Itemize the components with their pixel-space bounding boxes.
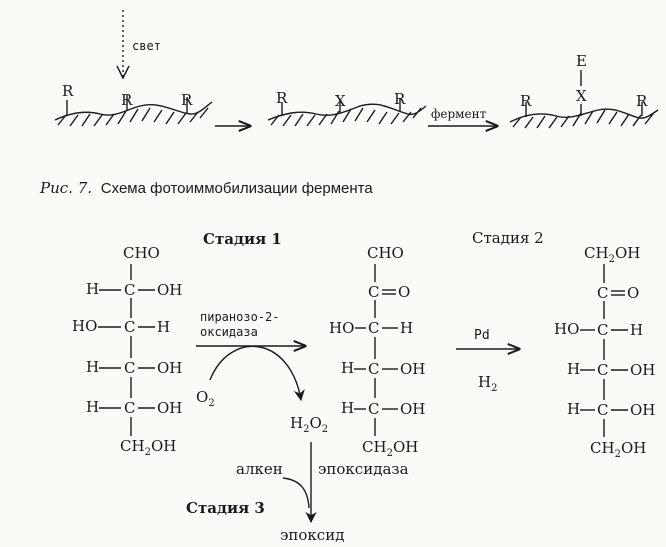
- stage-1-reaction: пиранозо-2- оксидаза O2 H2O2: [196, 310, 328, 435]
- epoxide-label: эпоксид: [280, 526, 344, 544]
- bottom-group: CH2OH: [362, 438, 418, 459]
- carbon: C: [597, 401, 608, 419]
- stage-3-label: Стадия 3: [186, 499, 265, 517]
- enzyme-label: фермент: [431, 107, 487, 121]
- carbon: C: [368, 400, 379, 418]
- stage-1-label: Стадия 1: [203, 230, 282, 248]
- carbon: C: [597, 284, 608, 302]
- photoimmobilization-scheme: свет R R R R X R фермент: [54, 10, 659, 129]
- substituent: H: [341, 399, 354, 417]
- substituent: OH: [400, 400, 425, 418]
- enzyme-name: оксидаза: [200, 325, 258, 339]
- light-label: свет: [132, 39, 161, 53]
- substituent: H: [86, 280, 99, 298]
- r-group: R: [181, 91, 193, 109]
- substituent: H: [567, 360, 580, 378]
- stage-2-reaction: Pd H2: [456, 328, 519, 394]
- carbon: C: [124, 359, 135, 377]
- carbon: C: [368, 319, 379, 337]
- hydrogen-peroxide-label: H2O2: [290, 414, 328, 435]
- carbonyl-oxygen: O: [627, 284, 639, 302]
- x-group: X: [335, 92, 346, 110]
- alkene-curved-arrow: [282, 477, 310, 509]
- substituent: OH: [157, 281, 182, 299]
- substituent: OH: [630, 361, 655, 379]
- molecule-fructose: CH2OH C O HO C H H C OH H C OH CH2OH: [554, 244, 655, 460]
- carbon: C: [124, 281, 135, 299]
- top-group: CH2OH: [584, 244, 640, 265]
- substituent: OH: [157, 399, 182, 417]
- stage-3-reaction: алкен эпоксидаза эпоксид: [236, 442, 409, 544]
- catalyst-label: Pd: [474, 328, 490, 343]
- substituent: H: [630, 321, 643, 339]
- substituent: OH: [157, 359, 182, 377]
- carbon: C: [368, 360, 379, 378]
- molecule-glucosone: CHO C O HO C H H C OH H C OH CH2OH: [329, 244, 425, 459]
- molecule-glucose: CHO H C OH HO C H H C OH H C OH CH2OH: [72, 244, 182, 458]
- figure-caption: Рис. 7. Схема фотоиммобилизации фермента: [39, 179, 373, 197]
- carbon: C: [368, 283, 379, 301]
- substituent: OH: [400, 360, 425, 378]
- e-group: E: [576, 52, 587, 70]
- carbon: C: [124, 318, 135, 336]
- aldehyde-group: CHO: [367, 244, 404, 262]
- hydrogen-label: H2: [478, 373, 497, 394]
- substituent: H: [567, 400, 580, 418]
- substituent: HO: [554, 320, 579, 338]
- substituent: H: [86, 398, 99, 416]
- substituent: HO: [329, 319, 354, 337]
- stage-2-label: Стадия 2: [472, 229, 544, 247]
- aldehyde-group: CHO: [123, 244, 160, 262]
- o2-curved-arrow: [209, 345, 305, 402]
- r-group: R: [62, 82, 74, 100]
- r-group: R: [121, 91, 133, 109]
- carbonyl-oxygen: O: [398, 283, 410, 301]
- r-group: R: [636, 92, 648, 110]
- r-group: R: [520, 92, 532, 110]
- light-arrow-head: [116, 65, 130, 80]
- carbon: C: [124, 399, 135, 417]
- x-group: X: [576, 87, 587, 105]
- oxygen-label: O2: [196, 388, 215, 409]
- substituent: H: [157, 318, 170, 336]
- carbon: C: [597, 321, 608, 339]
- carbon: C: [597, 361, 608, 379]
- substituent: H: [86, 358, 99, 376]
- substituent: H: [400, 319, 413, 337]
- caption-prefix: Рис. 7.: [39, 179, 92, 197]
- bottom-group: CH2OH: [120, 437, 176, 458]
- surface-1: R R R: [54, 82, 213, 127]
- bottom-group: CH2OH: [590, 439, 646, 460]
- alkene-label: алкен: [236, 460, 283, 478]
- r-group: R: [276, 89, 288, 107]
- surface-3: E X R R: [509, 52, 659, 129]
- r-group: R: [394, 90, 406, 108]
- surface-2: R X R: [267, 89, 427, 127]
- substituent: HO: [72, 317, 97, 335]
- caption-text: Схема фотоиммобилизации фермента: [101, 180, 374, 197]
- substituent: H: [341, 359, 354, 377]
- substituent: OH: [630, 401, 655, 419]
- epoxidase-label: эпоксидаза: [318, 460, 409, 478]
- enzyme-name: пиранозо-2-: [200, 310, 279, 324]
